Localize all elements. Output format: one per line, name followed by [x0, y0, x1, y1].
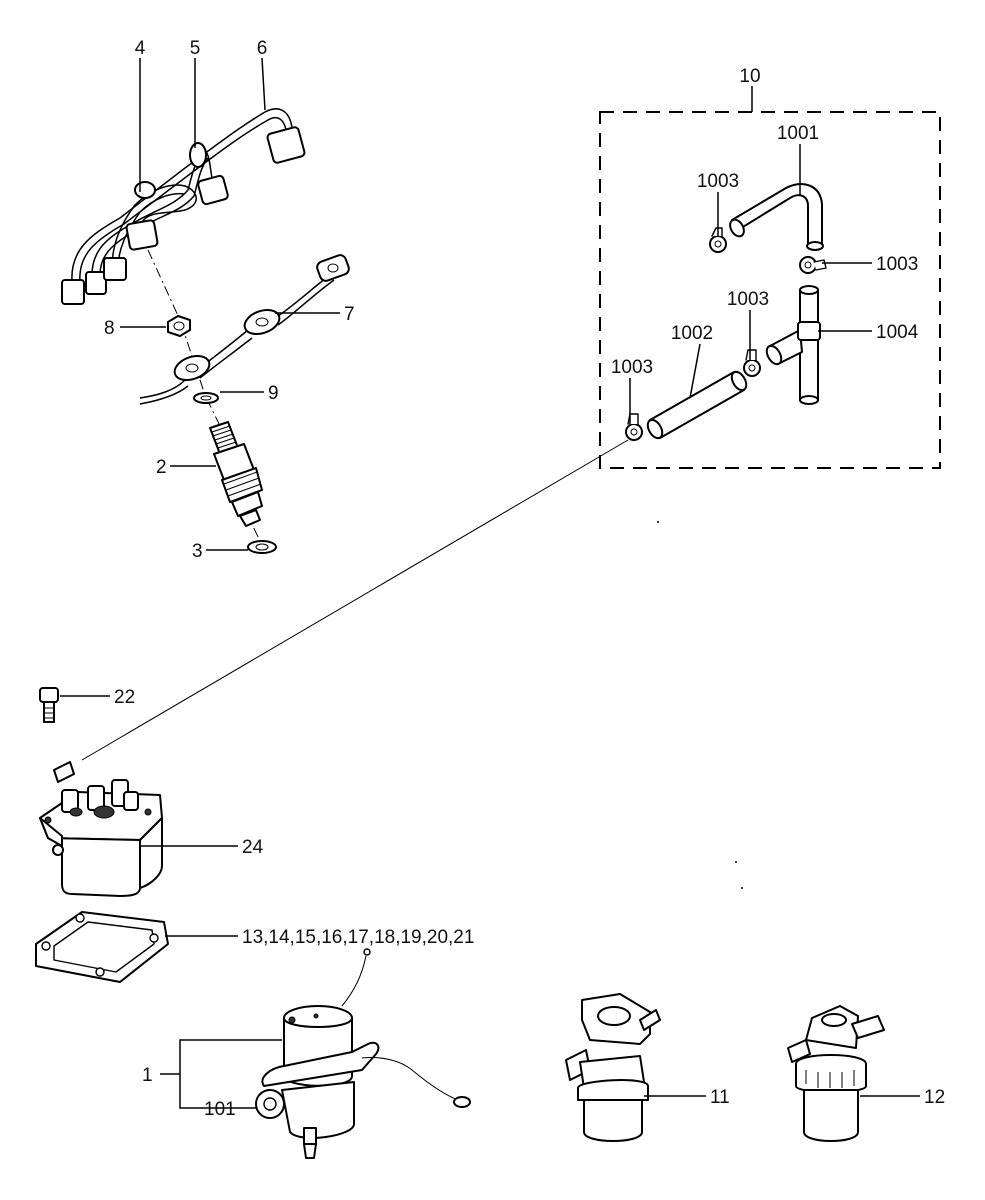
part-1002-hose	[646, 370, 748, 440]
callout-1003-right: 1003	[876, 254, 918, 275]
callout-11: 11	[710, 1087, 730, 1108]
part-1003-clamp	[743, 349, 761, 377]
part-2-injection-nozzle	[209, 421, 263, 527]
part-1003-clamp	[709, 227, 727, 253]
part-8-nut	[167, 315, 191, 337]
callout-2: 2	[156, 457, 167, 478]
callout-5: 5	[190, 38, 201, 59]
callout-1003-top: 1003	[697, 171, 739, 192]
callout-8: 8	[104, 318, 115, 339]
part-9-washer	[193, 392, 219, 404]
callout-12: 12	[924, 1087, 945, 1108]
callout-1: 1	[142, 1065, 153, 1086]
part-1-fuel-pump	[255, 948, 471, 1159]
callout-3: 3	[192, 541, 203, 562]
pipe-nut	[61, 126, 306, 305]
part-1001-hose	[729, 183, 824, 251]
part-13-21-gasket	[35, 911, 169, 983]
leader-lines	[60, 57, 920, 1109]
part-12-fuel-filter	[787, 1005, 885, 1142]
callout-101: 101	[204, 1099, 236, 1120]
callout-13-21: 13,14,15,16,17,18,19,20,21	[242, 927, 474, 948]
injection-pipe-assembly	[61, 108, 306, 305]
callout-6: 6	[257, 38, 268, 59]
callout-22: 22	[114, 687, 135, 708]
callout-1003-middle: 1003	[727, 289, 769, 310]
part-24-injection-pump	[39, 761, 163, 897]
part-1003-clamp	[625, 413, 643, 441]
part-3-washer	[247, 540, 277, 554]
callout-24: 24	[242, 837, 264, 858]
callout-1001: 1001	[777, 123, 819, 144]
group-10-boundary	[599, 111, 941, 469]
callout-7: 7	[344, 304, 355, 325]
part-22-bolt	[39, 687, 59, 723]
callout-1004: 1004	[876, 322, 919, 343]
callout-9: 9	[268, 383, 279, 404]
callout-labels: 4 5 6 7 8 9 2 3 10 1001 1003 1003 1003 1…	[104, 38, 945, 1120]
part-1003-clamp	[799, 256, 827, 274]
callout-1002: 1002	[671, 323, 713, 344]
callout-1003-left: 1003	[611, 357, 653, 378]
part-7-return-pipe	[139, 254, 350, 405]
part-1004-t-joint	[765, 285, 821, 405]
callout-10: 10	[739, 66, 760, 87]
callout-4: 4	[135, 38, 146, 59]
part-11-fuel-filter	[565, 993, 661, 1142]
